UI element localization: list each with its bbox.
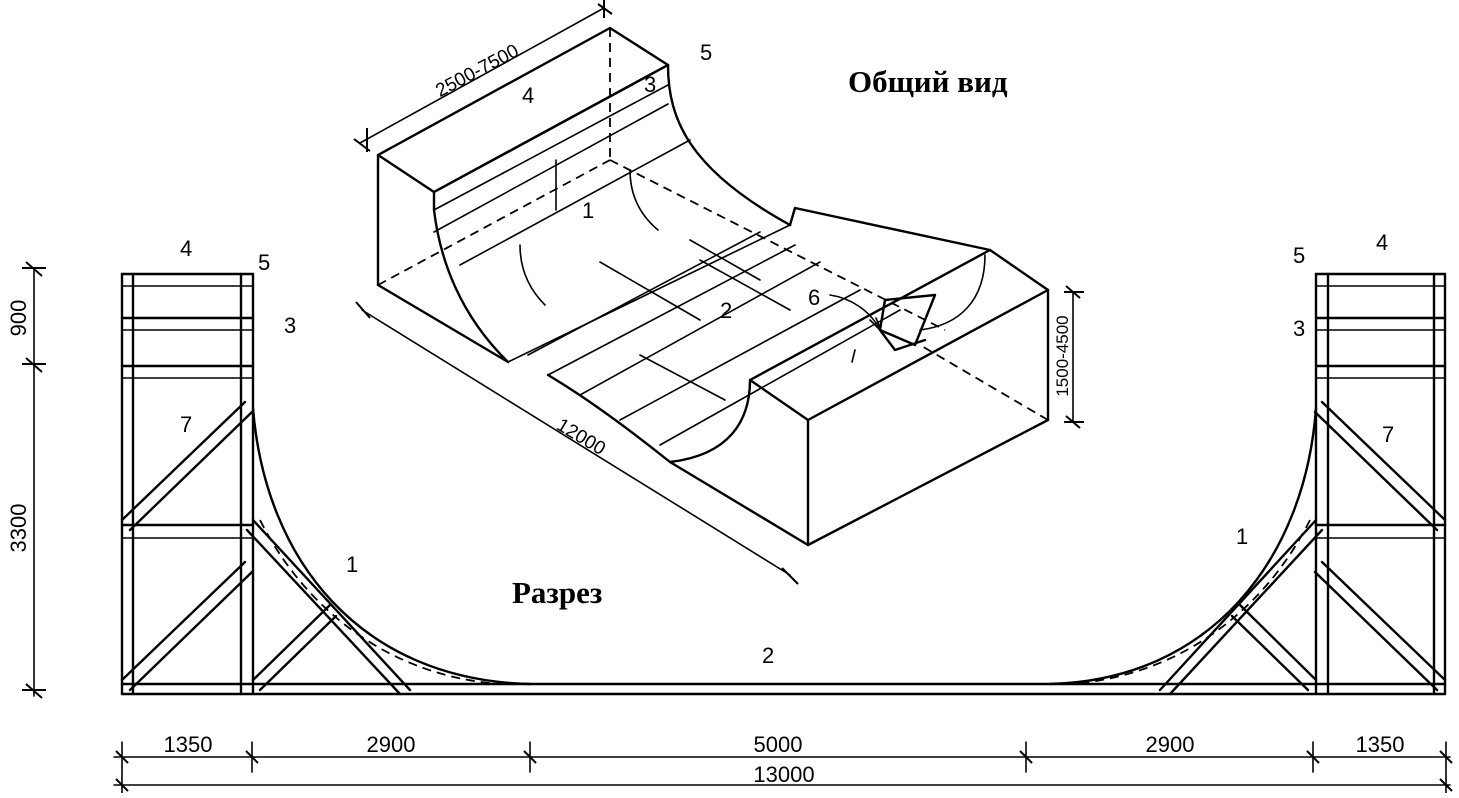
- title-general-view: Общий вид: [848, 64, 1008, 99]
- isometric-view: [353, 0, 1084, 585]
- section-callout-2: 2: [762, 643, 774, 668]
- dim-5000: 5000: [754, 732, 803, 757]
- section-right-callout-1: 1: [1236, 524, 1248, 549]
- dim-1350-right: 1350: [1356, 732, 1405, 757]
- iso-callout-3: 3: [644, 72, 656, 97]
- section-view: [22, 261, 1453, 794]
- section-right-callout-3: 3: [1293, 316, 1305, 341]
- dim-length-label: 12000: [553, 415, 609, 460]
- dim-3300-label: 3300: [6, 504, 31, 553]
- section-left-callout-4: 4: [180, 236, 192, 261]
- iso-callout-5: 5: [700, 40, 712, 65]
- dim-1350-left: 1350: [164, 732, 213, 757]
- section-left-callout-1: 1: [346, 552, 358, 577]
- section-left-callout-3: 3: [284, 313, 296, 338]
- dim-2900-left: 2900: [367, 732, 416, 757]
- section-left-callout-5: 5: [258, 250, 270, 275]
- iso-callout-2: 2: [720, 298, 732, 323]
- dim-height-label: 1500-4500: [1053, 315, 1072, 396]
- dim-total: 13000: [753, 762, 814, 787]
- section-right-callout-7: 7: [1382, 422, 1394, 447]
- dim-2900-right: 2900: [1146, 732, 1195, 757]
- section-left-callout-7: 7: [180, 412, 192, 437]
- dim-width-label: 2500-7500: [432, 41, 522, 102]
- section-right-callout-5: 5: [1293, 243, 1305, 268]
- iso-callout-1: 1: [582, 198, 594, 223]
- iso-callout-4: 4: [522, 83, 534, 108]
- iso-callout-6: 6: [808, 285, 820, 310]
- dim-900-label: 900: [6, 300, 31, 337]
- title-section: Разрез: [512, 575, 602, 610]
- section-right-callout-4: 4: [1376, 230, 1388, 255]
